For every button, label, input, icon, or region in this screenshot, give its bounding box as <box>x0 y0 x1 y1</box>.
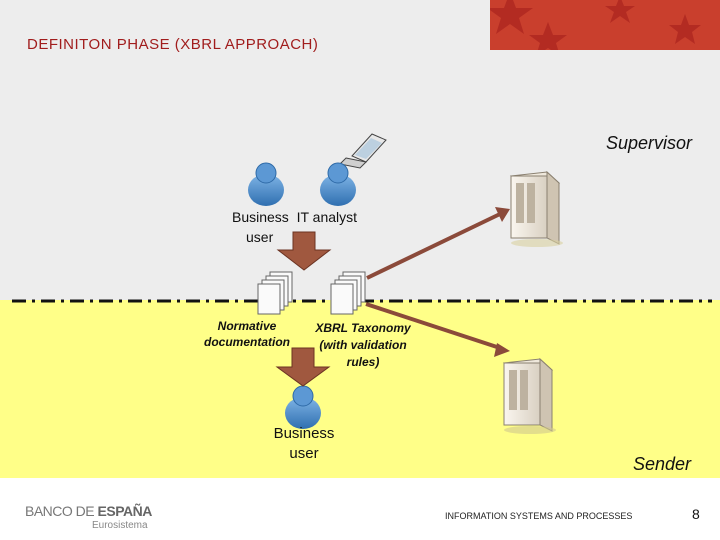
laptop-icon <box>338 133 387 169</box>
server-icon <box>509 170 563 247</box>
document-stack-icon <box>257 271 293 315</box>
user-icon <box>320 162 356 206</box>
footer-caption: INFORMATION SYSTEMS AND PROCESSES <box>445 511 633 521</box>
arrow-down-icon <box>276 231 332 271</box>
sender-label: Sender <box>632 454 691 474</box>
xbrl-taxonomy-label: XBRL Taxonomy (with validation rules) <box>315 321 411 369</box>
normative-documentation-label: Normative documentation <box>204 319 290 349</box>
server-icon <box>502 357 556 434</box>
business-user-label: Business user <box>273 425 335 462</box>
star-icon <box>605 0 635 23</box>
star-icon <box>529 22 567 50</box>
logo-text-part1: BANCO DE <box>25 503 98 519</box>
user-icon <box>248 162 284 206</box>
star-icon <box>490 0 533 34</box>
business-it-analyst-label: Business IT analyst <box>232 209 358 225</box>
supervisor-label: Supervisor <box>605 133 692 153</box>
flow-arrow-sender <box>365 302 510 357</box>
sender-zone <box>0 300 720 478</box>
page-number: 8 <box>692 506 700 522</box>
logo-subtitle: Eurosistema <box>92 520 148 531</box>
bank-logo: BANCO DE ESPAÑA <box>25 503 152 519</box>
stars-banner <box>490 0 720 50</box>
slide-title: DEFINITON PHASE (XBRL APPROACH) <box>27 36 319 53</box>
document-stack-icon <box>330 271 366 315</box>
logo-text-part2: ESPAÑA <box>97 503 153 519</box>
user-icon <box>285 385 321 429</box>
user-label: user <box>246 229 274 245</box>
footer-bar <box>0 478 720 540</box>
arrow-down-icon <box>275 347 331 387</box>
star-icon <box>669 14 701 44</box>
flow-arrow-supervisor <box>366 207 510 280</box>
